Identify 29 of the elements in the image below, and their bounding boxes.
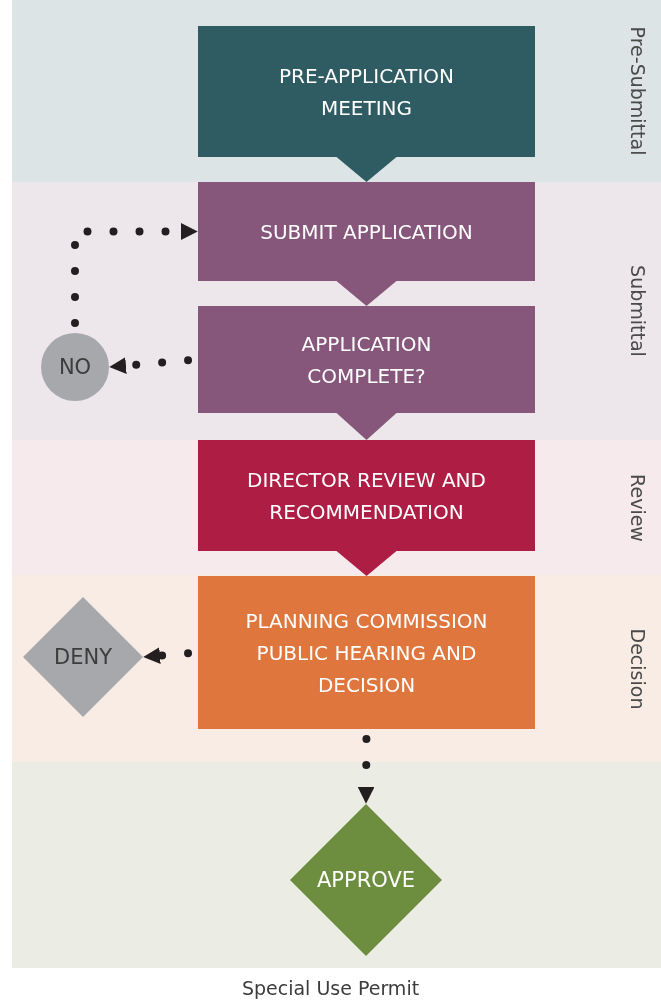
diamond-label: APPROVE	[316, 868, 416, 892]
swimlane-band	[12, 0, 661, 182]
dotted-arrow	[71, 223, 198, 327]
process-box	[198, 576, 535, 729]
caption: Special Use Permit	[241, 977, 420, 999]
dotted-arrow	[109, 356, 193, 374]
box-label: PLANNING COMMISSION PUBLIC HEARING AND DECISION	[244, 607, 489, 699]
swimlane-band	[12, 440, 661, 575]
chevron-arrow	[336, 157, 397, 182]
box-label: DIRECTOR REVIEW AND RECOMMENDATION	[246, 466, 487, 526]
dotted-arrow	[357, 735, 375, 804]
chevron-arrow	[336, 413, 397, 440]
diamond-label: DENY	[54, 645, 112, 669]
box-label: SUBMIT APPLICATION	[259, 218, 474, 246]
process-box	[198, 26, 535, 157]
decision-diamond	[23, 597, 143, 717]
dotted-arrow	[143, 647, 193, 664]
lane-label: Review	[627, 473, 649, 542]
decision-diamond	[290, 804, 442, 956]
circle-label: NO	[58, 355, 92, 379]
box-label: APPLICATION COMPLETE?	[300, 330, 433, 390]
lane-label: Pre-Submittal	[627, 26, 649, 156]
lane-label: Submittal	[627, 265, 649, 357]
swimlane-band	[12, 575, 661, 762]
lane-label: Decision	[627, 628, 649, 709]
box-label: PRE-APPLICATION MEETING	[277, 62, 456, 122]
chevron-arrow	[336, 281, 397, 306]
chevron-arrow	[336, 551, 397, 576]
swimlane-band	[12, 182, 661, 440]
